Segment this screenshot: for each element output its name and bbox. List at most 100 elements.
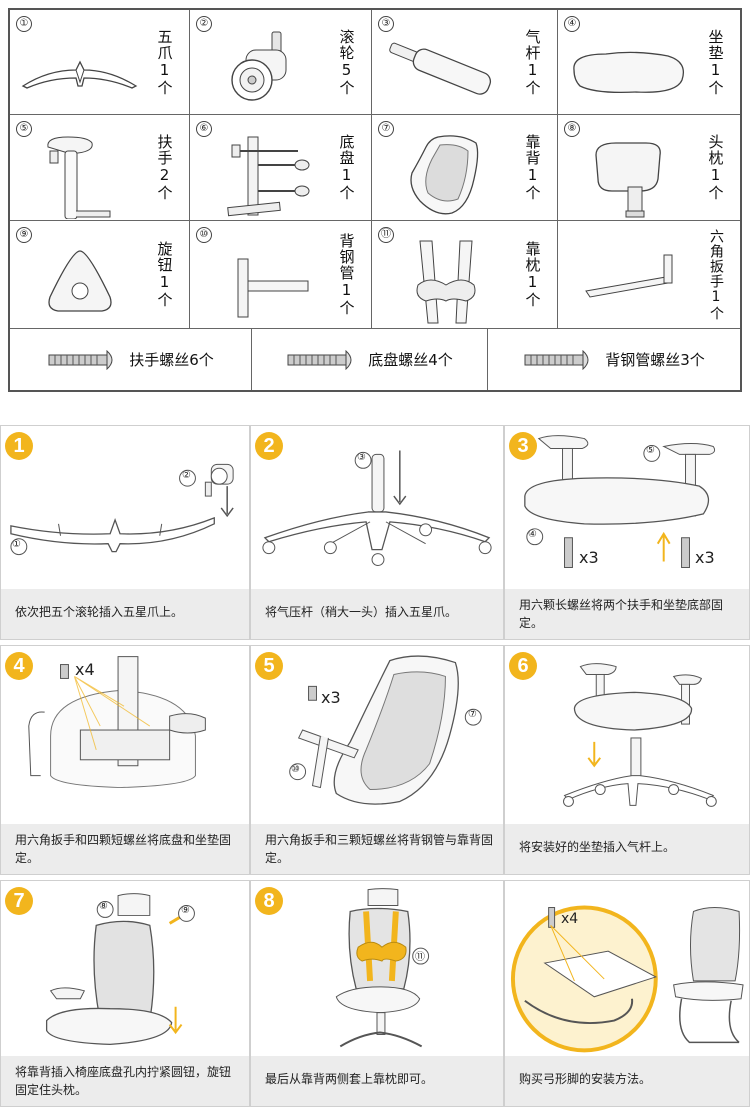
- part-number: ④: [564, 16, 580, 32]
- step-caption: 用六角扳手和四颗短螺丝将底盘和坐垫固定。: [1, 824, 249, 874]
- screw-icon: [524, 349, 589, 370]
- hex-wrench-icon: [585, 254, 673, 298]
- part-number: ⑨: [16, 227, 32, 243]
- callout-number: ⑩: [291, 764, 300, 775]
- part-number: ③: [378, 16, 394, 32]
- step-caption: 将安装好的坐垫插入气杆上。: [505, 824, 749, 874]
- part-number: ①: [16, 16, 32, 32]
- callout-number: ①: [12, 539, 21, 550]
- step-caption: 依次把五个滚轮插入五星爪上。: [1, 589, 249, 639]
- part-label: 滚轮5个: [337, 28, 356, 96]
- step-7-illustration: [45, 893, 195, 1046]
- screw-label: 扶手螺丝6个: [129, 351, 214, 369]
- step-caption: 购买弓形脚的安装方法。: [505, 1056, 749, 1106]
- bow-leg-illustration: [510, 905, 744, 1053]
- part-cell-4: ④ 坐垫1个: [558, 10, 740, 114]
- part-label: 旋钮1个: [155, 241, 174, 308]
- screw-label: 底盘螺丝4个: [368, 351, 453, 369]
- part-number: ⑧: [564, 121, 580, 137]
- screw-label: 背钢管螺丝3个: [605, 351, 705, 369]
- quantity-label: x3: [695, 548, 715, 567]
- part-number: ⑩: [196, 227, 212, 243]
- part-cell-10: ⑩ 背钢管1个: [190, 221, 372, 328]
- step-4: 4 x4 用六角扳手和四颗短螺丝将底盘和坐垫固定。: [0, 645, 250, 875]
- step-caption: 将气压杆（稍大一头）插入五星爪。: [251, 589, 503, 639]
- step-6-illustration: [563, 663, 717, 807]
- step-badge: 1: [5, 432, 33, 460]
- step-1: 1 ② ① 依次把五个滚轮插入五星爪上。: [0, 425, 250, 640]
- part-label: 六角扳手1个: [708, 228, 724, 321]
- part-cell-2: ② 滚轮5个: [190, 10, 372, 114]
- callout-number: ⑧: [99, 901, 108, 912]
- part-cell-12: 六角扳手1个: [558, 221, 740, 328]
- step-badge: 3: [509, 432, 537, 460]
- part-cell-3: ③ 气杆1个: [372, 10, 558, 114]
- callout-number: ⑤: [646, 445, 655, 456]
- part-label: 坐垫1个: [706, 28, 725, 96]
- callout-number: ⑪: [415, 952, 425, 963]
- step-5: 5 x3 ⑦ ⑩ 用六角扳手和三颗短螺丝将背钢管与靠背固定。: [250, 645, 504, 875]
- step-2-illustration: [262, 450, 492, 567]
- back-steel-tube-icon: [237, 258, 309, 318]
- armrest-icon: [47, 136, 111, 219]
- callout-number: ③: [357, 452, 366, 463]
- step-caption: 用六角扳手和三颗短螺丝将背钢管与靠背固定。: [251, 824, 503, 874]
- step-caption: 用六颗长螺丝将两个扶手和坐垫底部固定。: [505, 589, 749, 639]
- parts-list-table: ① 五爪1个 ② 滚轮5个 ③: [8, 8, 742, 392]
- gas-lift-icon: [389, 42, 492, 95]
- screw-cell-2: 底盘螺丝4个: [252, 329, 488, 390]
- step-6: 6 将安装好的坐垫插入气杆上。: [504, 645, 750, 875]
- step-badge: 8: [255, 887, 283, 915]
- part-number: ⑥: [196, 121, 212, 137]
- callout-number: ⑨: [181, 905, 190, 916]
- part-label: 靠枕1个: [523, 241, 542, 308]
- part-cell-11: ⑪ 靠枕1个: [372, 221, 558, 328]
- callout-number: ④: [528, 529, 537, 540]
- part-number: ②: [196, 16, 212, 32]
- step-badge: 5: [255, 652, 283, 680]
- screw-cell-3: 背钢管螺丝3个: [488, 329, 740, 390]
- part-cell-5: ⑤ 扶手2个: [10, 115, 190, 220]
- caster-wheel-icon: [231, 31, 287, 101]
- lumbar-pillow-icon: [416, 240, 476, 324]
- star-base-icon: [21, 60, 138, 89]
- caster-wheel-icon: [204, 463, 234, 497]
- part-cell-7: ⑦ 靠背1个: [372, 115, 558, 220]
- step-4-illustration: [28, 656, 206, 789]
- step-badge: 7: [5, 887, 33, 915]
- parts-row-2: ⑤ 扶手2个 ⑥ 底盘1个 ⑦: [10, 115, 740, 221]
- part-cell-6: ⑥ 底盘1个: [190, 115, 372, 220]
- screws-row: 扶手螺丝6个 底盘螺丝4个 背钢管螺丝3个: [10, 329, 740, 390]
- step-8: 8 ⑪ 最后从靠背两侧套上靠枕即可。: [250, 880, 504, 1107]
- step-3-illustration: [524, 435, 716, 568]
- part-number: ⑪: [378, 227, 394, 243]
- part-label: 五爪1个: [155, 28, 174, 96]
- chassis-icon: [227, 136, 310, 217]
- part-cell-1: ① 五爪1个: [10, 10, 190, 114]
- step-badge: 6: [509, 652, 537, 680]
- screw-icon: [287, 349, 352, 370]
- seat-cushion-icon: [573, 51, 685, 94]
- callout-number: ⑦: [468, 709, 477, 720]
- parts-row-3: ⑨ 旋钮1个 ⑩ 背钢管1个 ⑪ 靠枕1个: [10, 221, 740, 329]
- part-number: ⑦: [378, 121, 394, 137]
- part-label: 头枕1个: [706, 134, 725, 201]
- step-8-illustration: [335, 888, 430, 1048]
- part-number: ⑤: [16, 121, 32, 137]
- part-label: 扶手2个: [155, 134, 174, 201]
- part-cell-9: ⑨ 旋钮1个: [10, 221, 190, 328]
- step-caption: 最后从靠背两侧套上靠枕即可。: [251, 1056, 503, 1106]
- backrest-icon: [410, 135, 479, 215]
- part-label: 背钢管1个: [337, 233, 356, 316]
- step-2: 2 ③ 将气压杆（稍大一头）插入五星爪。: [250, 425, 504, 640]
- quantity-label: x4: [75, 660, 95, 679]
- headrest-icon: [595, 142, 661, 218]
- step-7: 7 ⑧ ⑨ 将靠背插入椅座底盘孔内拧紧圆钮，旋钮固定住头枕。: [0, 880, 250, 1107]
- quantity-label: x3: [579, 548, 599, 567]
- part-label: 气杆1个: [523, 28, 542, 96]
- part-label: 底盘1个: [337, 134, 356, 201]
- parts-row-1: ① 五爪1个 ② 滚轮5个 ③: [10, 10, 740, 115]
- step-5-illustration: [289, 655, 482, 805]
- step-badge: 2: [255, 432, 283, 460]
- quantity-label: x4: [561, 911, 579, 927]
